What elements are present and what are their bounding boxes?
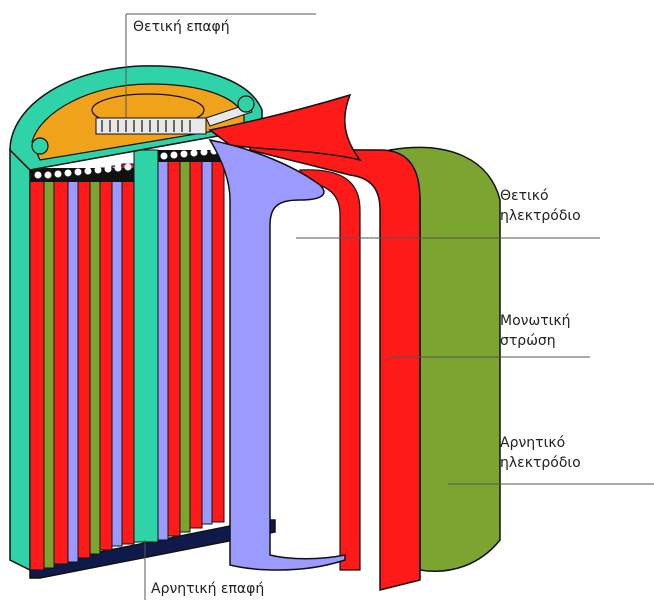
insulating-layer-label-line1: Μονωτική (500, 311, 570, 331)
insulating-layer-label-line2: στρώση (500, 331, 570, 351)
insulating-layer-label: Μονωτική στρώση (500, 311, 570, 351)
separator-sheet-inner (300, 170, 360, 570)
positive-electrode-sheet (210, 140, 345, 570)
negative-electrode-label: Αρνητικό ηλεκτρόδιο (500, 433, 581, 473)
positive-electrode-label-line1: Θετικό (500, 186, 581, 206)
wound-layers (30, 150, 224, 570)
positive-electrode-label-line2: ηλεκτρόδιο (500, 206, 581, 226)
negative-electrode-label-line1: Αρνητικό (500, 433, 581, 453)
negative-electrode-label-line2: ηλεκτρόδιο (500, 453, 581, 473)
outer-can (10, 150, 30, 570)
positive-contact-label: Θετική επαφή (133, 17, 230, 37)
positive-electrode-label: Θετικό ηλεκτρόδιο (500, 186, 581, 226)
negative-contact-label: Αρνητική επαφή (151, 579, 264, 599)
